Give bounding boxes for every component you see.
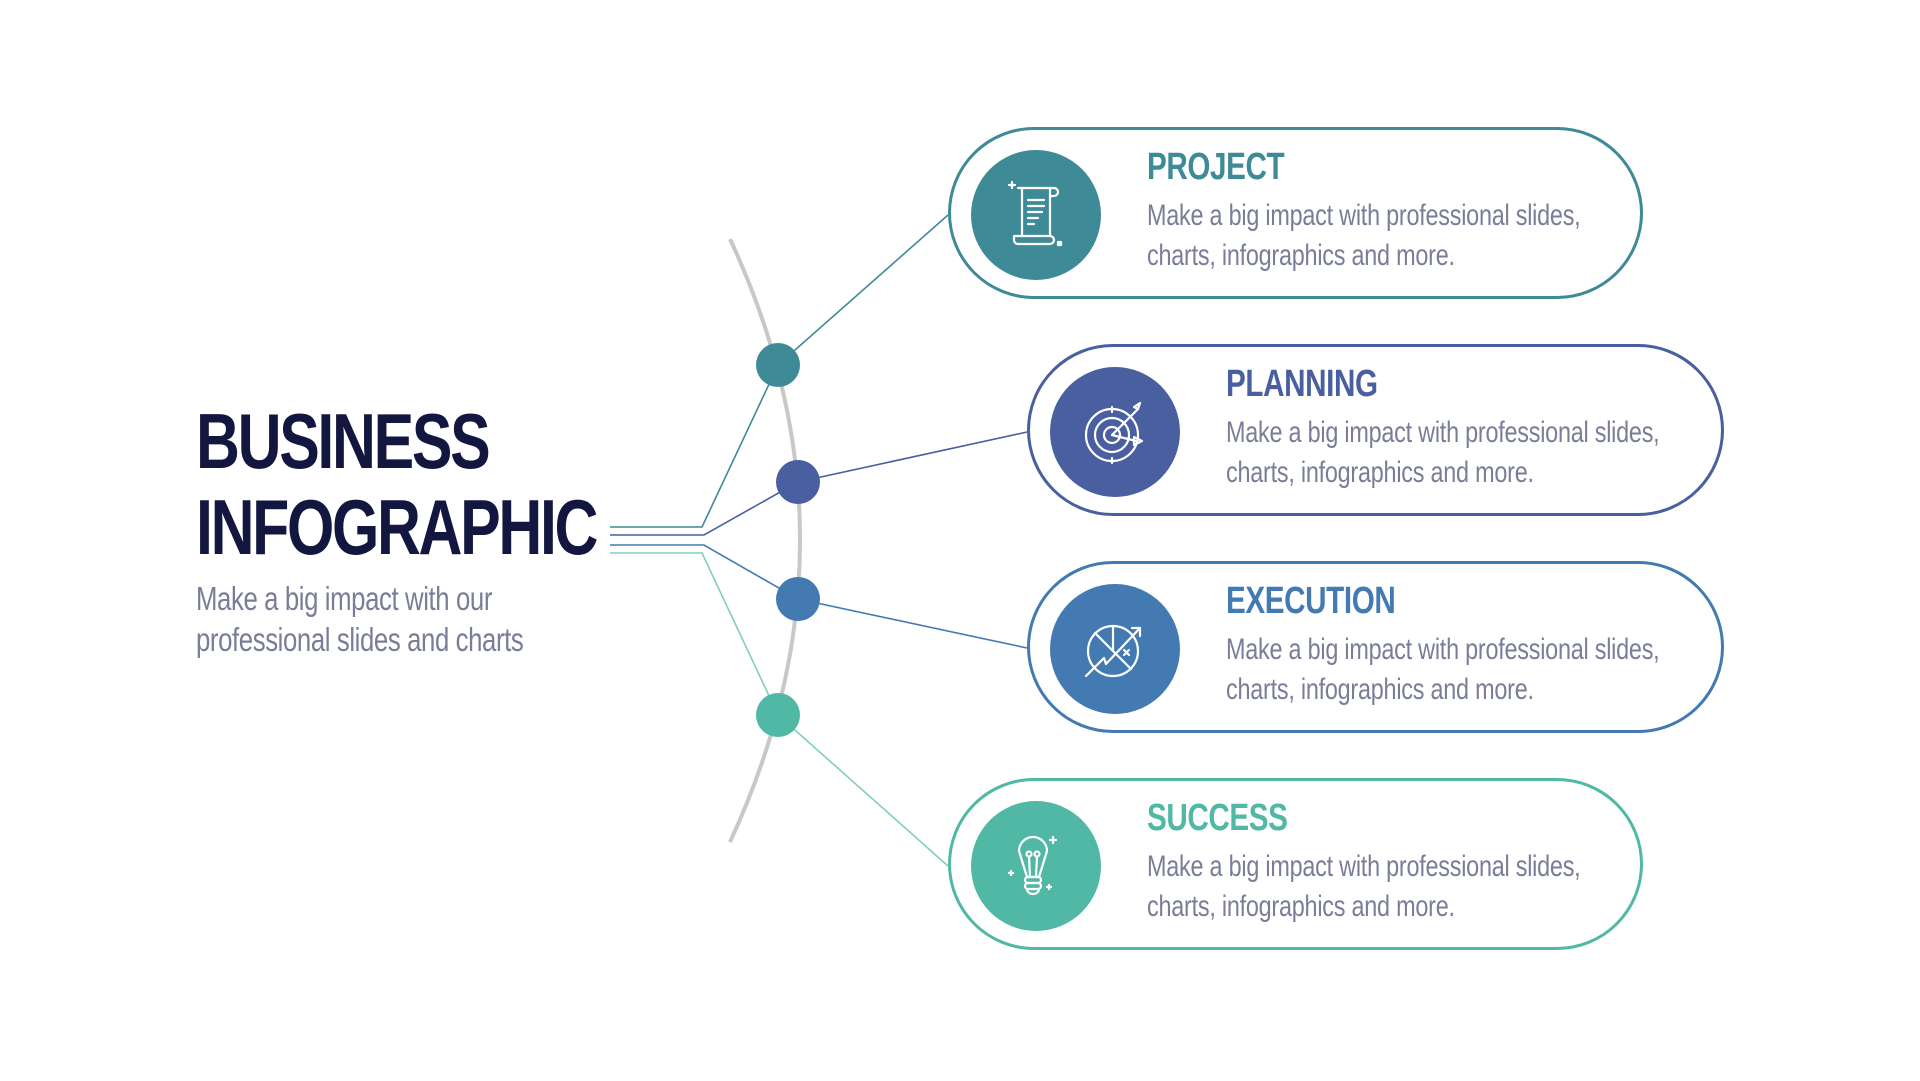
- title-line-2: INFOGRAPHIC: [196, 483, 598, 571]
- step-title: PLANNING: [1226, 363, 1378, 405]
- icon-badge-execution: [1050, 584, 1180, 714]
- step-description: Make a big impact with professional slid…: [1226, 630, 1660, 710]
- strategy-chart-icon: [1084, 624, 1142, 678]
- desc-line-1: Make a big impact with professional slid…: [1147, 199, 1581, 232]
- step-card-planning: PLANNING Make a big impact with professi…: [1027, 344, 1724, 516]
- step-title: SUCCESS: [1147, 797, 1288, 839]
- step-text-planning: PLANNING Make a big impact with professi…: [1226, 361, 1782, 493]
- step-text-project: PROJECT Make a big impact with professio…: [1147, 144, 1703, 276]
- lightbulb-icon: [1007, 835, 1058, 896]
- step-card-success: SUCCESS Make a big impact with professio…: [948, 778, 1643, 950]
- title-line-1: BUSINESS: [196, 397, 491, 485]
- desc-line-2: charts, infographics and more.: [1147, 239, 1455, 272]
- scroll-document-icon: [1007, 180, 1063, 247]
- connector-project: [610, 214, 949, 528]
- desc-line-2: charts, infographics and more.: [1226, 673, 1534, 706]
- desc-line-1: Make a big impact with professional slid…: [1226, 416, 1660, 449]
- page-title: BUSINESS INFOGRAPHIC: [196, 397, 598, 571]
- subtitle-line-2: professional slides and charts: [196, 621, 524, 658]
- subtitle-line-1: Make a big impact with our: [196, 580, 493, 617]
- target-arrow-icon: [1084, 401, 1144, 465]
- step-card-execution: EXECUTION Make a big impact with profess…: [1027, 561, 1724, 733]
- step-text-success: SUCCESS Make a big impact with professio…: [1147, 795, 1703, 927]
- node-planning: [776, 460, 820, 504]
- connector-success: [610, 552, 949, 867]
- node-project: [756, 343, 800, 387]
- step-description: Make a big impact with professional slid…: [1226, 413, 1660, 493]
- connector-planning: [610, 431, 1028, 536]
- step-description: Make a big impact with professional slid…: [1147, 847, 1581, 927]
- icon-badge-planning: [1050, 367, 1180, 497]
- step-description: Make a big impact with professional slid…: [1147, 196, 1581, 276]
- step-text-execution: EXECUTION Make a big impact with profess…: [1226, 578, 1782, 710]
- page-subtitle: Make a big impact with our professional …: [196, 578, 524, 660]
- desc-line-1: Make a big impact with professional slid…: [1147, 850, 1581, 883]
- desc-line-2: charts, infographics and more.: [1147, 890, 1455, 923]
- connector-execution: [610, 544, 1028, 649]
- step-title: PROJECT: [1147, 146, 1285, 188]
- node-execution: [776, 577, 820, 621]
- step-title: EXECUTION: [1226, 580, 1396, 622]
- desc-line-1: Make a big impact with professional slid…: [1226, 633, 1660, 666]
- node-success: [756, 693, 800, 737]
- icon-badge-success: [971, 801, 1101, 931]
- desc-line-2: charts, infographics and more.: [1226, 456, 1534, 489]
- arc-line: [728, 238, 802, 843]
- icon-badge-project: [971, 150, 1101, 280]
- step-card-project: PROJECT Make a big impact with professio…: [948, 127, 1643, 299]
